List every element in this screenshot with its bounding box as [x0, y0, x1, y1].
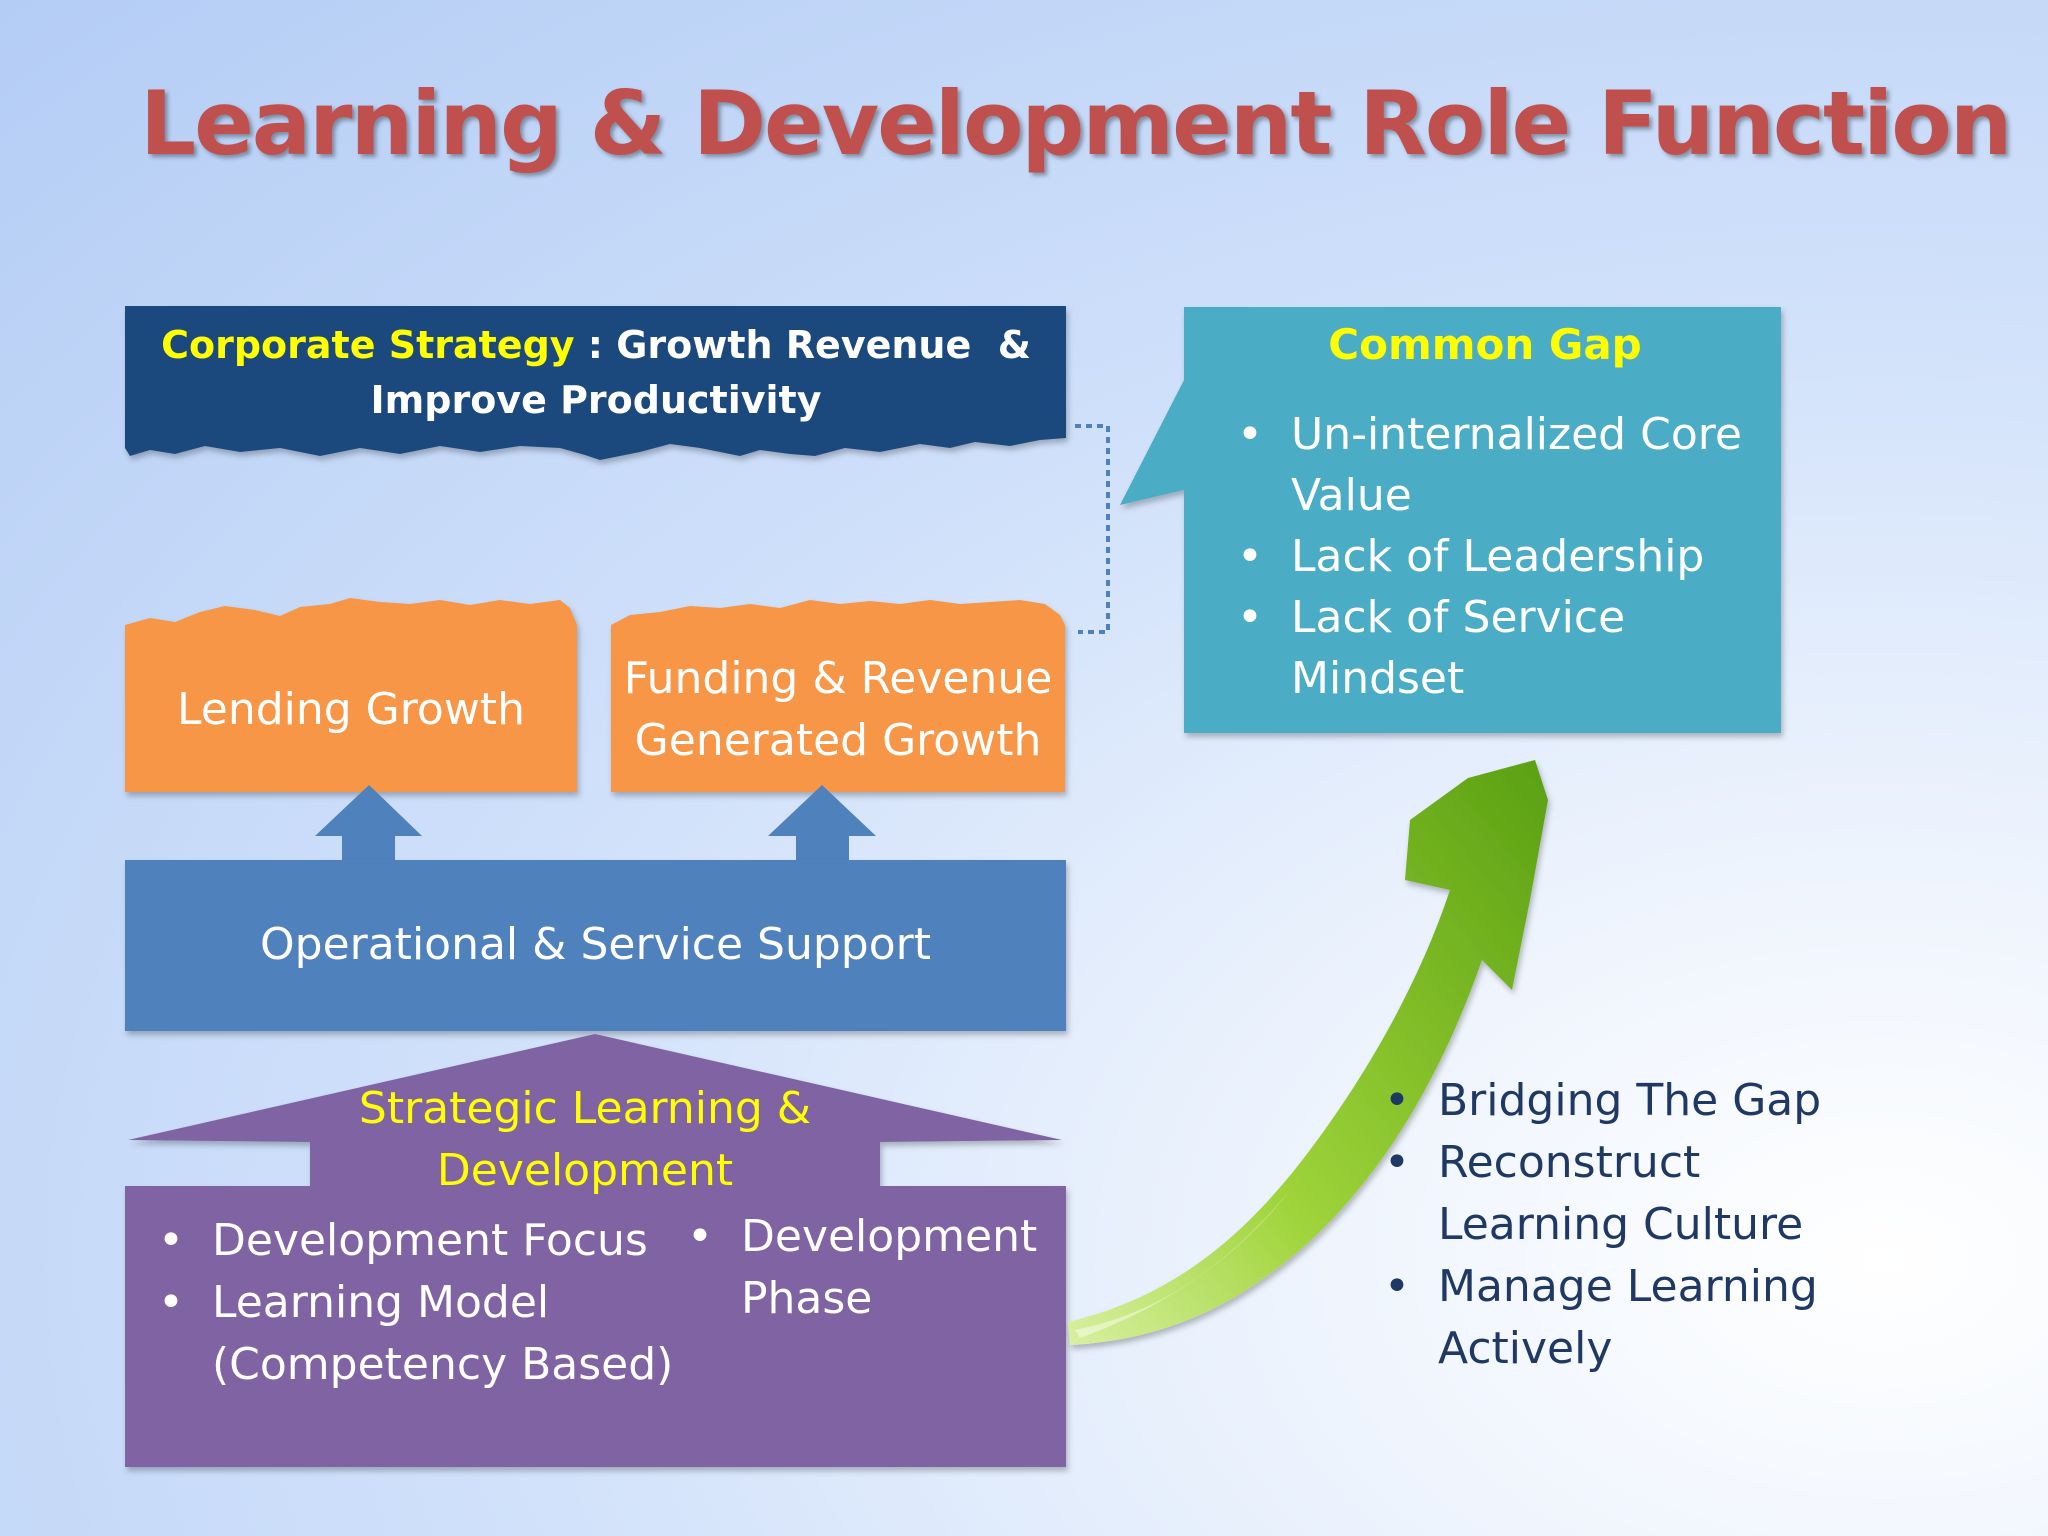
- funding-growth-label: Funding & Revenue Generated Growth: [611, 645, 1065, 775]
- list-item-text: Development: [741, 1211, 1038, 1262]
- list-item: Learning Model (Competency Based): [158, 1272, 678, 1396]
- list-item-text-cont: Phase: [741, 1273, 873, 1324]
- dotted-connector: [1075, 424, 1110, 634]
- strategic-ld-left-list: Development Focus Learning Model (Compete…: [158, 1210, 678, 1396]
- list-item-text: Reconstruct: [1438, 1137, 1701, 1188]
- list-item: Lack of Leadership: [1237, 526, 1797, 587]
- up-arrow-left: [315, 785, 422, 862]
- list-item-text: Learning Model: [212, 1277, 550, 1328]
- funding-growth-line2: Generated Growth: [634, 715, 1042, 766]
- corporate-strategy-separator: :: [574, 323, 617, 367]
- list-item-text-cont: Learning Culture: [1438, 1199, 1804, 1250]
- up-arrow-right: [768, 785, 876, 862]
- strategic-ld-title: Strategic Learning & Development: [300, 1078, 870, 1202]
- funding-growth-box: [611, 600, 1065, 792]
- list-item-text-cont: Mindset: [1291, 653, 1465, 704]
- corporate-strategy-banner: [125, 306, 1066, 460]
- list-item-text: Lack of Leadership: [1291, 531, 1705, 582]
- list-item: Development Focus: [158, 1210, 678, 1272]
- list-item: Bridging The Gap: [1384, 1070, 1904, 1132]
- funding-growth-line1: Funding & Revenue: [623, 653, 1053, 704]
- growth-arrow: [1068, 760, 1548, 1345]
- common-gap-title: Common Gap: [1328, 320, 1642, 369]
- strategic-ld-title-line1: Strategic Learning &: [358, 1083, 812, 1134]
- list-item-text-cont: Actively: [1438, 1323, 1613, 1374]
- operational-support-box: [125, 860, 1066, 1031]
- corporate-strategy-line2: Improve Productivity: [370, 378, 822, 422]
- list-item-text: Bridging The Gap: [1438, 1075, 1822, 1126]
- list-item-text: Manage Learning: [1438, 1261, 1818, 1312]
- corporate-strategy-text: Corporate Strategy : Growth Revenue & Im…: [126, 318, 1066, 428]
- corporate-strategy-line1: Growth Revenue &: [616, 323, 1031, 367]
- list-item-text: Lack of Service: [1291, 592, 1626, 643]
- lending-growth-box: [125, 598, 577, 792]
- strategic-ld-title-line2: Development: [436, 1145, 734, 1196]
- list-item-text-cont: Value: [1291, 470, 1412, 521]
- page-title: Learning & Development Role Function: [140, 72, 2012, 175]
- list-item-text: Development Focus: [212, 1215, 648, 1266]
- list-item-text-cont: (Competency Based): [212, 1339, 674, 1390]
- operational-support-label: Operational & Service Support: [260, 919, 931, 970]
- list-item-text: Un-internalized Core: [1291, 409, 1742, 460]
- corporate-strategy-label: Corporate Strategy: [161, 323, 575, 367]
- lending-growth-label: Lending Growth: [177, 684, 525, 735]
